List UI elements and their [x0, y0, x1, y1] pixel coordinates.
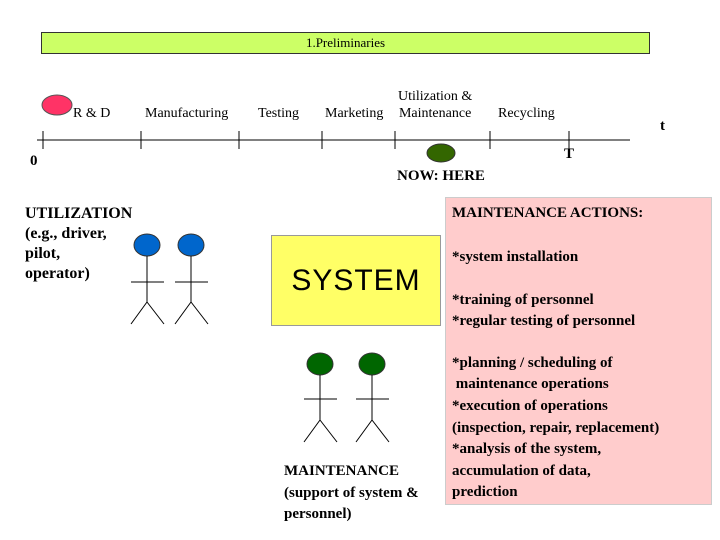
- system-box: SYSTEM: [271, 235, 441, 326]
- action-item: maintenance operations: [452, 376, 609, 393]
- phase-label-manufacturing: Manufacturing: [145, 106, 229, 121]
- now-label: NOW: HERE: [397, 168, 485, 184]
- action-item: *planning / scheduling of: [452, 354, 613, 371]
- action-item: accumulation of data,: [452, 462, 591, 479]
- system-label: SYSTEM: [291, 263, 421, 297]
- maintenance-label: MAINTENANCE (support of system & personn…: [284, 463, 419, 523]
- phase-label-recycling: Recycling: [498, 106, 555, 121]
- preliminaries-banner: 1.Preliminaries: [41, 32, 650, 54]
- start-marker: [41, 94, 73, 116]
- timeline-end-label: T: [564, 146, 575, 162]
- maintenance-actions-list: *system installation *training of person…: [452, 247, 710, 504]
- phase-label-utilization-maintenance: Utilization & Maintenance: [398, 89, 473, 121]
- phase-label-rnd: R & D: [73, 106, 111, 121]
- action-item: prediction: [452, 484, 518, 501]
- user-figure: [130, 233, 165, 325]
- action-item: *system installation: [452, 249, 579, 265]
- utilization-label: UTILIZATION (e.g., driver, pilot, operat…: [25, 205, 133, 282]
- phase-label-testing: Testing: [258, 106, 300, 121]
- maintenance-actions-box: [445, 197, 712, 505]
- maintainer-figure: [355, 352, 390, 443]
- action-item: (inspection, repair, replacement): [452, 419, 660, 436]
- action-item: *execution of operations: [452, 397, 608, 414]
- timeline-axis-label: t: [660, 118, 665, 134]
- maintainer-figure: [303, 352, 338, 443]
- user-figure: [174, 233, 209, 325]
- timeline-origin-label: 0: [30, 153, 38, 169]
- phase-label-marketing: Marketing: [325, 106, 384, 121]
- action-item: *training of personnel: [452, 291, 594, 308]
- action-item: *regular testing of personnel: [452, 313, 636, 330]
- action-item: *analysis of the system,: [452, 441, 602, 458]
- maintenance-actions-title: MAINTENANCE ACTIONS:: [452, 205, 644, 221]
- now-marker: [426, 143, 456, 163]
